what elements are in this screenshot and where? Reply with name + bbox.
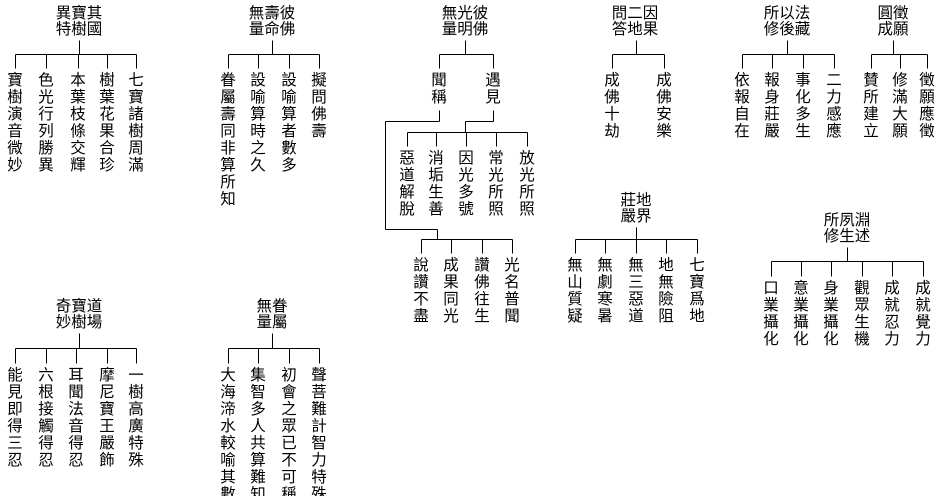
t9-leaf-5: 一樹高廣特殊: [128, 366, 144, 469]
t6-leaf-1: 賛所建立: [863, 71, 879, 140]
t1-title: 異寶其 特樹國: [55, 4, 103, 38]
t10-title: 無眷 量屬: [256, 297, 288, 331]
t3-wen-leaf-2: 成果同光: [443, 256, 459, 325]
t8-leaf-2: 意業攝化: [793, 279, 809, 348]
t1-leaf-1: 寶樹演音微妙: [7, 71, 23, 174]
t9-leaf-4: 摩尼寶王嚴飾: [99, 366, 115, 469]
t3-yu-leaf-1: 惡道解脫: [399, 149, 415, 218]
t3-wen-leaf-3: 讚佛往生: [474, 256, 490, 325]
t3-wen-leaf-1: 說讚不盡: [413, 256, 429, 325]
t3-yu-leaf-5: 放光所照: [519, 149, 535, 218]
t3-title: 無光彼 量明佛: [441, 4, 489, 38]
t1-leaf-5: 七寶諸樹周滿: [128, 71, 144, 174]
t7-leaf-3: 無三惡道: [628, 256, 644, 325]
t5-leaf-4: 二力感應: [826, 71, 842, 140]
t1-leaf-4: 樹葉花果合珍: [99, 71, 115, 174]
t10-leaf-4: 聲菩難計智力特殊: [311, 366, 327, 496]
t9-leaf-2: 六根接觸得忍: [38, 366, 54, 469]
t3-branch-wen: 聞稱: [431, 71, 447, 106]
t3-yu-leaf-2: 消垢生善: [428, 149, 444, 218]
t5-leaf-3: 事化多生: [795, 71, 811, 140]
t8-leaf-3: 身業攝化: [823, 279, 839, 348]
t7-leaf-2: 無劇寒暑: [597, 256, 613, 325]
t3-wen-leaf-4: 光名普聞: [504, 256, 520, 325]
t7-leaf-1: 無山質疑: [567, 256, 583, 325]
t9-title: 奇寶道 妙樹場: [55, 297, 103, 331]
t8-leaf-5: 成就忍力: [884, 279, 900, 348]
t6-leaf-3: 徵願應徵: [919, 71, 935, 140]
t2-title: 無壽彼 量命佛: [248, 4, 296, 38]
t8-leaf-6: 成就覺力: [915, 279, 931, 348]
t9-leaf-3: 耳聞法音得忍: [68, 366, 84, 469]
t7-title: 莊地 嚴界: [620, 191, 652, 225]
t1-leaf-2: 色光行列勝異: [38, 71, 54, 174]
t7-leaf-4: 地無險阻: [658, 256, 674, 325]
t4-title: 問二因 答地果: [611, 4, 659, 38]
t7-leaf-5: 七寶爲地: [689, 256, 705, 325]
t6-title: 圓徵 成願: [877, 4, 909, 38]
t4-leaf-2: 成佛安樂: [656, 71, 672, 140]
t5-leaf-1: 依報自在: [734, 71, 750, 140]
t8-title: 所夙淵 修生述: [823, 211, 871, 245]
t10-leaf-3: 初會之眾已不可稱: [281, 366, 297, 496]
t10-leaf-2: 集智多人共算難知: [250, 366, 266, 496]
t4-leaf-1: 成佛十劫: [604, 71, 620, 140]
t8-leaf-4: 觀眾生機: [854, 279, 870, 348]
t3-yu-leaf-3: 因光多號: [458, 149, 474, 218]
t9-leaf-1: 能見即得三忍: [7, 366, 23, 469]
t10-leaf-1: 大海渧水較喻其數: [220, 366, 236, 496]
t5-title: 所以法 修後藏: [763, 4, 811, 38]
t3-branch-yu: 遇見: [485, 71, 501, 106]
t5-leaf-2: 報身莊嚴: [764, 71, 780, 140]
t2-leaf-4: 擬問佛壽: [311, 71, 327, 140]
t2-leaf-2: 設喻算時之久: [250, 71, 266, 174]
t6-leaf-2: 修滿大願: [892, 71, 908, 140]
t2-leaf-1: 眷屬壽同非算所知: [220, 71, 236, 208]
t1-leaf-3: 本葉枝條交輝: [70, 71, 86, 174]
t8-leaf-1: 口業攝化: [763, 279, 779, 348]
t2-leaf-3: 設喻算者數多: [281, 71, 297, 174]
t3-yu-leaf-4: 常光所照: [488, 149, 504, 218]
